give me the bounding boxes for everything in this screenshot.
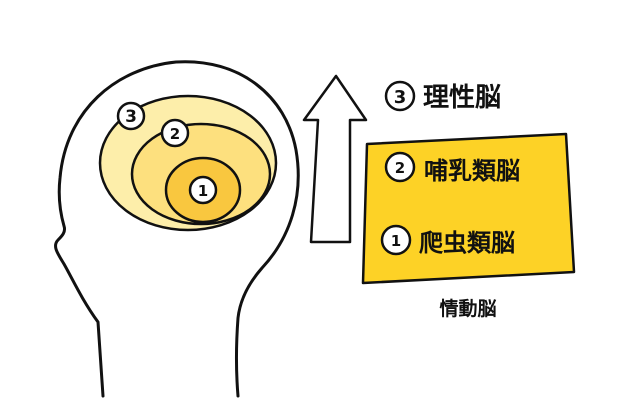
- svg-text:1: 1: [391, 232, 401, 250]
- svg-text:3: 3: [125, 107, 137, 127]
- label-rational-brain: 3 理性脳: [384, 80, 501, 113]
- emotional-brain-caption: 情動脳: [439, 297, 496, 320]
- svg-text:理性脳: 理性脳: [423, 83, 501, 113]
- badge-1: 1: [188, 175, 218, 205]
- upward-arrow: [302, 74, 368, 244]
- emotional-brain-box: [361, 132, 576, 285]
- svg-text:哺乳類脳: 哺乳類脳: [424, 157, 520, 185]
- label-reptilian-brain: 1 爬虫類脳: [380, 224, 515, 257]
- svg-text:3: 3: [394, 87, 407, 108]
- svg-text:2: 2: [170, 125, 180, 143]
- head-outline: [54, 60, 300, 398]
- badge-2: 2: [160, 118, 190, 148]
- svg-text:2: 2: [395, 159, 405, 177]
- badge-3: 3: [116, 101, 146, 131]
- label-mammalian-brain: 2 哺乳類脳: [384, 151, 520, 185]
- svg-text:爬虫類脳: 爬虫類脳: [419, 229, 515, 257]
- svg-text:1: 1: [198, 182, 208, 200]
